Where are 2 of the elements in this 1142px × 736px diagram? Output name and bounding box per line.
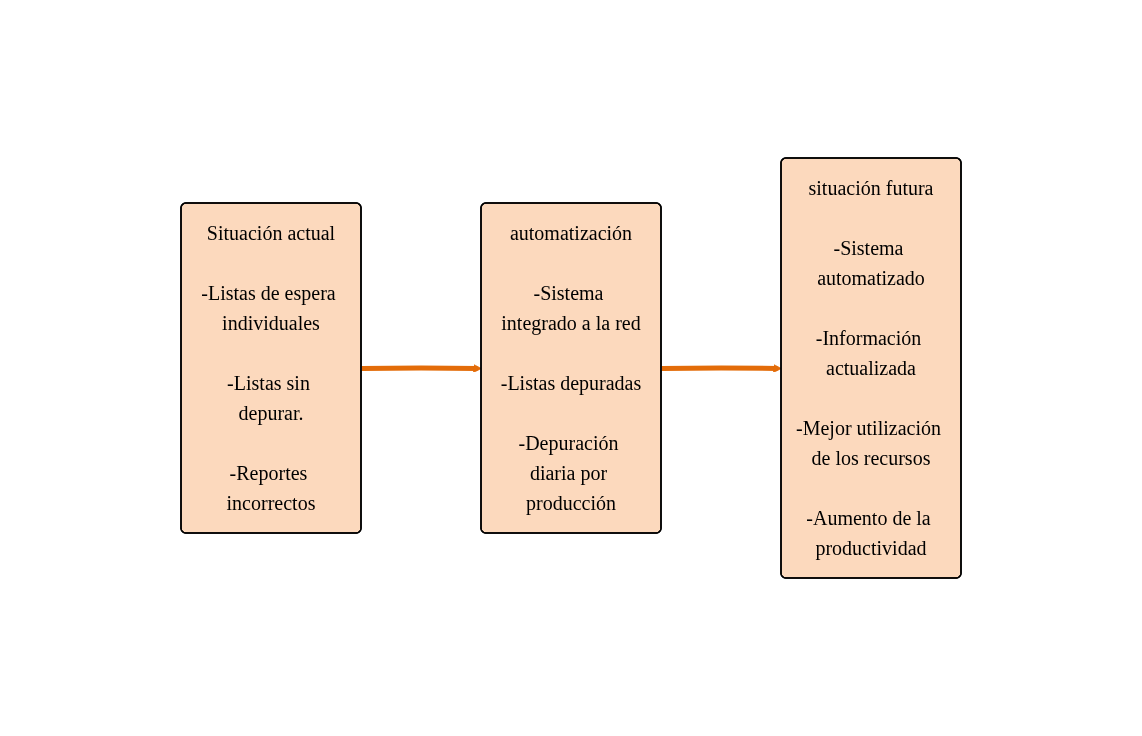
arrow [661,364,782,373]
arrow [361,364,482,373]
